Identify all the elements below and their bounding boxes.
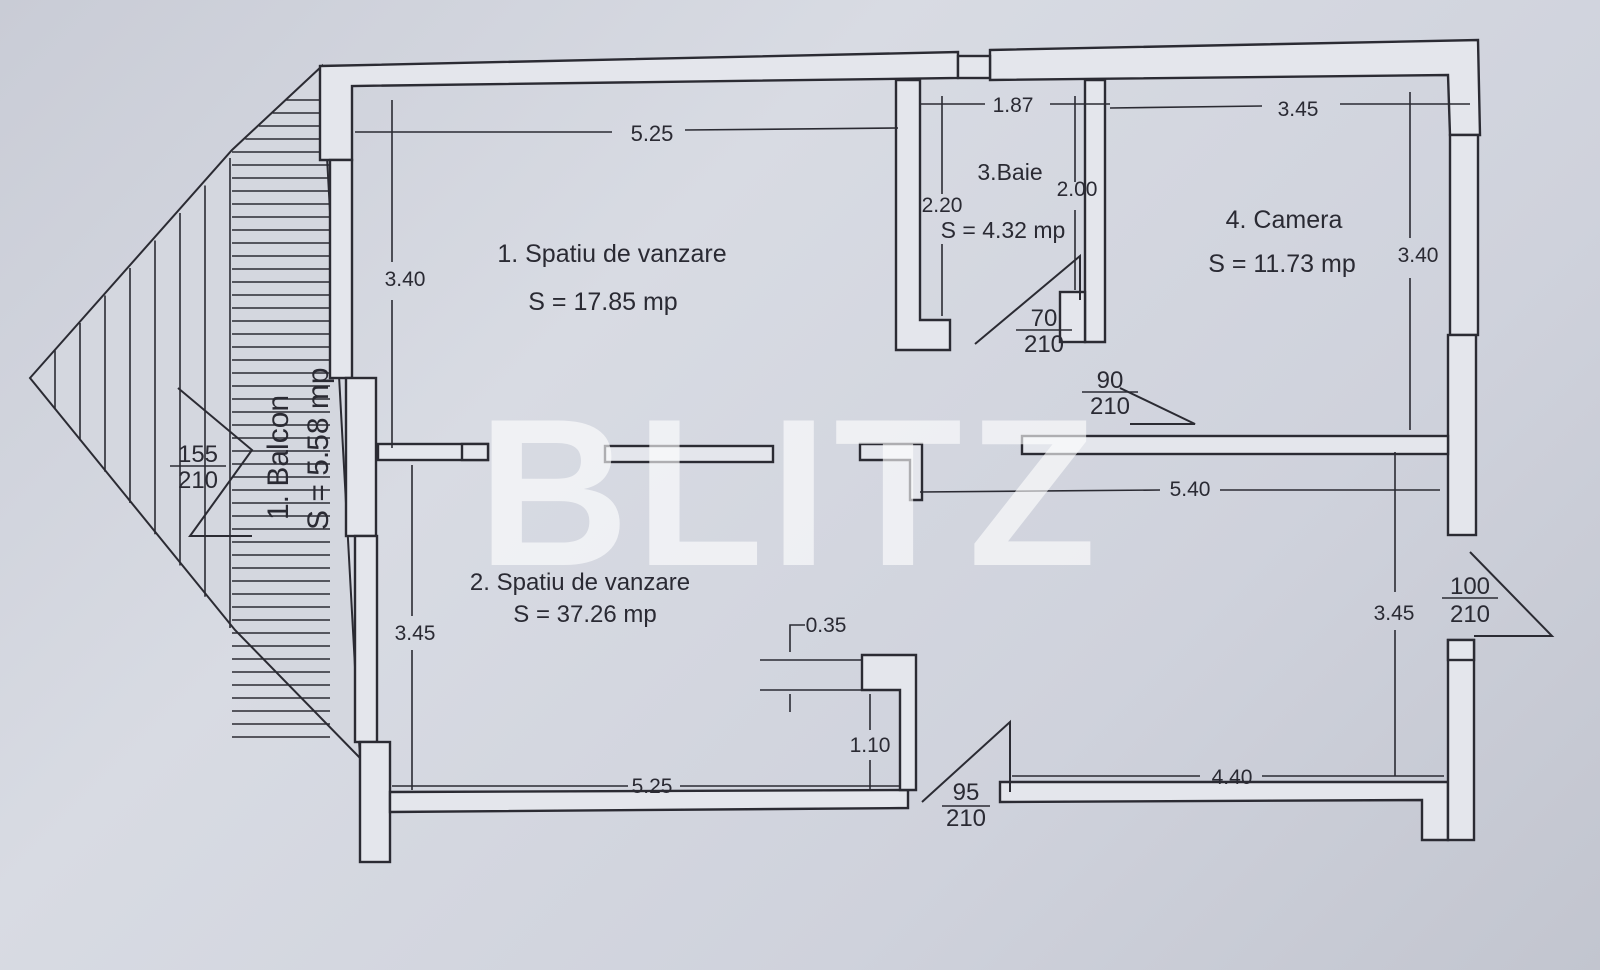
wall-right-middle (1446, 333, 1478, 537)
dim-5-40: 5.40 (1170, 478, 1211, 501)
room2-area: S = 37.26 mp (513, 601, 656, 628)
wall-bottom-right (998, 780, 1450, 842)
wall-top-right (988, 38, 1482, 137)
door-155-swing (177, 387, 254, 537)
dim-2-00: 2.00 (1057, 178, 1098, 201)
interior-walls (376, 78, 1450, 792)
dim-1-87: 1.87 (993, 94, 1034, 117)
door-labels: 70 210 90 210 155 210 100 210 95 210 (178, 305, 1490, 832)
balcony-area (28, 63, 362, 761)
door-95-swing (921, 719, 1011, 803)
wall-bath-left (894, 78, 952, 352)
wall-left-upper (328, 158, 354, 380)
wall-bath-right (1083, 78, 1107, 344)
balcony-name: 1. Balcon (262, 395, 295, 520)
door-100-height: 210 (1450, 601, 1490, 628)
dimension-lines (170, 92, 1498, 807)
dim-5-25-top: 5.25 (631, 121, 674, 146)
dim-1-10: 1.10 (850, 734, 891, 757)
wall-right-lower (1446, 638, 1476, 842)
wall-mid-4 (1020, 434, 1450, 456)
corner-post-bottom-left (358, 740, 392, 864)
wall-mid-1-cap (460, 442, 490, 462)
dim-3-45-left: 3.45 (395, 622, 436, 645)
door-90-height: 210 (1090, 393, 1130, 420)
doors (177, 253, 1555, 803)
dim-3-45-right: 3.45 (1374, 602, 1415, 625)
dim-5-25-bottom: 5.25 (632, 775, 673, 798)
watermark: BLITZ (478, 375, 1103, 610)
dim-3-40-left: 3.40 (385, 268, 426, 291)
door-155-height: 210 (178, 467, 218, 494)
room4-name: 4. Camera (1226, 206, 1343, 234)
vent (956, 54, 992, 80)
window-sill-right (1446, 638, 1476, 662)
door-95-height: 210 (946, 805, 986, 832)
wall-mid-3 (858, 442, 924, 502)
dimension-labels: 5.25 1.87 3.45 3.40 2.20 2.00 3.40 5.40 … (385, 94, 1439, 798)
dim-0-35: 0.35 (806, 614, 847, 637)
room1-area: S = 17.85 mp (528, 288, 677, 316)
balcony-area: S = 5.58 mp (302, 367, 335, 530)
wall-right-upper (1448, 133, 1480, 337)
door-155-width: 155 (178, 441, 218, 468)
wall-mid-2 (603, 444, 775, 464)
dim-4-40: 4.40 (1212, 766, 1253, 789)
door-95-width: 95 (953, 779, 980, 806)
wall-bottom-left (388, 788, 910, 814)
wall-top-left (318, 50, 960, 162)
room3-area: S = 4.32 mp (941, 217, 1066, 243)
door-100-width: 100 (1450, 573, 1490, 600)
dim-3-45-top: 3.45 (1278, 98, 1319, 121)
room2-name: 2. Spatiu de vanzare (470, 569, 690, 596)
room3-name: 3.Baie (977, 159, 1042, 185)
balcony-label-group: 1. Balcon S = 5.58 mp (262, 367, 335, 530)
wall-left-lower (353, 534, 379, 744)
wall-left-door-frame (344, 376, 378, 538)
door-70-width: 70 (1031, 305, 1058, 332)
door-100-swing (1469, 551, 1555, 637)
wall-bath-stub (1058, 290, 1087, 344)
door-70-height: 210 (1024, 331, 1064, 358)
door-90-swing (1119, 387, 1196, 425)
dim-2-20: 2.20 (922, 194, 963, 217)
balcony-hatch (54, 99, 330, 738)
room-labels: 1. Spatiu de vanzare S = 17.85 mp 2. Spa… (262, 159, 1356, 628)
walls (318, 38, 1482, 864)
door-70-swing (974, 253, 1081, 345)
door-90-width: 90 (1097, 367, 1124, 394)
dim-3-40-right: 3.40 (1398, 244, 1439, 267)
room1-name: 1. Spatiu de vanzare (497, 240, 726, 268)
room4-area: S = 11.73 mp (1208, 250, 1356, 278)
